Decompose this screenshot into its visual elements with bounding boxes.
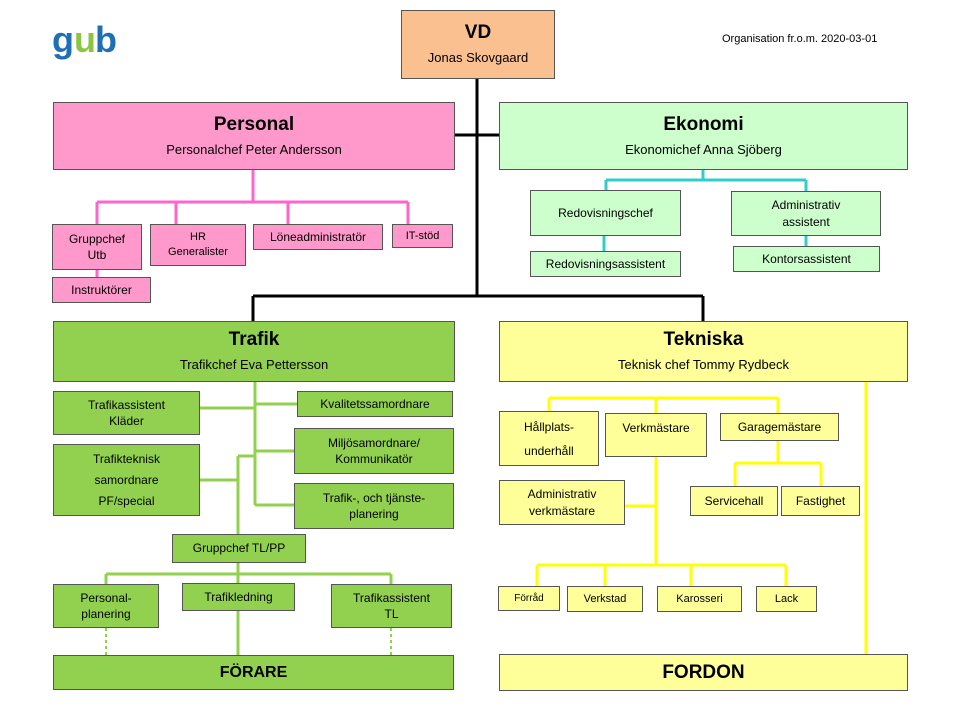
unit-gruppchef-tl-pp: Gruppchef TL/PP <box>172 534 306 563</box>
unit-redovisningschef: Redovisningschef <box>530 190 681 236</box>
tekniska-box: Tekniska Teknisk chef Tommy Rydbeck <box>499 321 908 382</box>
unit-trafikassistent-tl: Trafikassistent TL <box>331 584 452 628</box>
svg-text:g: g <box>52 20 74 60</box>
unit-gruppchef-utb: Gruppchef Utb <box>52 224 142 270</box>
unit-lack: Lack <box>756 586 817 612</box>
unit-miljosamordnare: Miljösamordnare/ Kommunikatör <box>294 428 454 474</box>
trafik-box: Trafik Trafikchef Eva Pettersson <box>53 321 455 382</box>
unit-kvalitetssamordnare: Kvalitetssamordnare <box>297 391 453 417</box>
ekonomi-name: Ekonomichef Anna Sjöberg <box>625 141 782 157</box>
svg-text:b: b <box>95 20 117 60</box>
org-date: Organisation fr.o.m. 2020-03-01 <box>722 33 878 45</box>
trafik-title: Trafik <box>228 329 280 351</box>
unit-garagemastare: Garagemästare <box>720 413 839 441</box>
unit-karosseri: Karosseri <box>657 586 742 612</box>
ekonomi-box: Ekonomi Ekonomichef Anna Sjöberg <box>499 102 908 170</box>
tekniska-name: Teknisk chef Tommy Rydbeck <box>618 357 789 373</box>
ekonomi-title: Ekonomi <box>663 113 744 135</box>
tekniska-connectors <box>535 382 868 654</box>
unit-trafikteknisk-samordnare: Trafikteknisk samordnare PF/special <box>53 444 200 516</box>
svg-text:u: u <box>74 20 96 60</box>
main-connectors <box>251 79 705 321</box>
unit-personalplanering: Personal- planering <box>53 584 159 628</box>
unit-it-stod: IT-stöd <box>392 224 453 248</box>
tekniska-title: Tekniska <box>663 329 744 351</box>
personal-connectors <box>95 170 410 277</box>
unit-verkmastare: Verkmästare <box>605 413 707 457</box>
unit-hallplatsunderhall: Hållplats- underhåll <box>499 411 599 466</box>
trafik-name: Trafikchef Eva Pettersson <box>179 357 329 373</box>
unit-verkstad: Verkstad <box>567 586 643 612</box>
unit-trafikledning: Trafikledning <box>182 583 295 611</box>
unit-trafikassistent-klader: Trafikassistent Kläder <box>53 391 200 435</box>
unit-servicehall: Servicehall <box>690 486 778 516</box>
unit-instruktorer: Instruktörer <box>52 277 151 303</box>
gub-logo: g u b <box>52 20 117 60</box>
ekonomi-connectors <box>602 170 808 251</box>
unit-administrativ-assistent: Administrativ assistent <box>731 191 881 236</box>
personal-name: Personalchef Peter Andersson <box>166 141 342 157</box>
vd-box: VD Jonas Skovgaard <box>401 10 555 79</box>
personal-title: Personal <box>213 113 295 135</box>
personal-box: Personal Personalchef Peter Andersson <box>53 102 455 170</box>
unit-kontorsassistent: Kontorsassistent <box>733 246 880 272</box>
fordon-box: FORDON <box>499 654 908 691</box>
unit-redovisningsassistent: Redovisningsassistent <box>530 251 681 277</box>
unit-administrativ-verkmastare: Administrativ verkmästare <box>499 480 625 525</box>
unit-hr-generalister: HR Generalister <box>150 224 246 266</box>
unit-forrad: Förråd <box>498 586 560 611</box>
vd-title: VD <box>464 22 492 44</box>
forare-box: FÖRARE <box>53 655 454 690</box>
unit-loneadministrator: Löneadministratör <box>253 224 383 250</box>
trafik-dotted-connectors <box>105 628 392 655</box>
vd-name: Jonas Skovgaard <box>427 50 529 66</box>
unit-trafik-tjansteplanering: Trafik-, och tjänste- planering <box>294 483 454 529</box>
unit-fastighet: Fastighet <box>781 486 860 516</box>
